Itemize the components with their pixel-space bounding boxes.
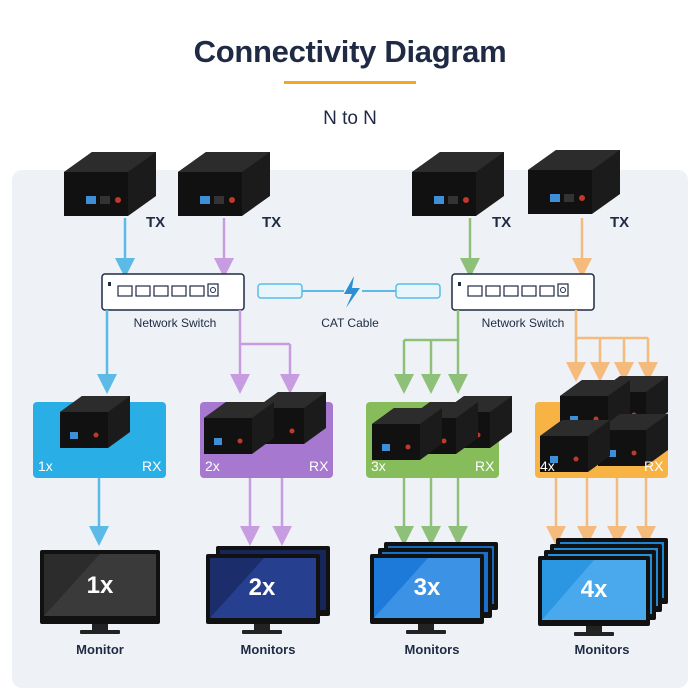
page-subtitle: N to N <box>323 108 377 129</box>
monitor-count-3: 3x <box>413 574 441 601</box>
monitor-label-2: Monitors <box>240 642 296 657</box>
rx-count-4: 4x <box>540 458 555 474</box>
cat-cable-icon <box>257 276 441 308</box>
rx-count-3: 3x <box>371 458 386 474</box>
monitor-count-1: 1x <box>86 572 114 599</box>
monitor-group-2 <box>206 546 330 634</box>
rx-label-2: RX <box>309 458 329 474</box>
monitor-label-3: Monitors <box>404 642 460 657</box>
monitor-count-2: 2x <box>248 574 276 601</box>
tx-label-3: TX <box>492 214 512 231</box>
rx-label-1: RX <box>142 458 162 474</box>
monitor-group-1 <box>40 550 160 634</box>
page-title: Connectivity Diagram <box>193 34 507 69</box>
tx-device-1 <box>64 152 156 216</box>
rx-count-1: 1x <box>38 458 53 474</box>
network-switch-label-1: Network Switch <box>133 316 217 330</box>
monitor-group-3 <box>370 542 498 634</box>
monitor-count-4: 4x <box>580 576 608 603</box>
tx-label-2: TX <box>262 214 282 231</box>
tx-device-3 <box>412 152 504 216</box>
tx-label-4: TX <box>610 214 630 231</box>
tx-device-2 <box>178 152 270 216</box>
monitor-label-1: Monitor <box>76 642 124 657</box>
rx-label-4: RX <box>644 458 664 474</box>
cat-cable-label: CAT Cable <box>321 316 379 330</box>
tx-label-1: TX <box>146 214 166 231</box>
monitor-group-4 <box>538 538 668 636</box>
title-underline <box>284 81 416 84</box>
network-switch-label-2: Network Switch <box>481 316 565 330</box>
network-switch-2 <box>451 273 595 311</box>
monitor-label-4: Monitors <box>574 642 630 657</box>
tx-device-4 <box>528 150 620 214</box>
network-switch-1 <box>101 273 245 311</box>
rx-label-3: RX <box>475 458 495 474</box>
rx-count-2: 2x <box>205 458 220 474</box>
